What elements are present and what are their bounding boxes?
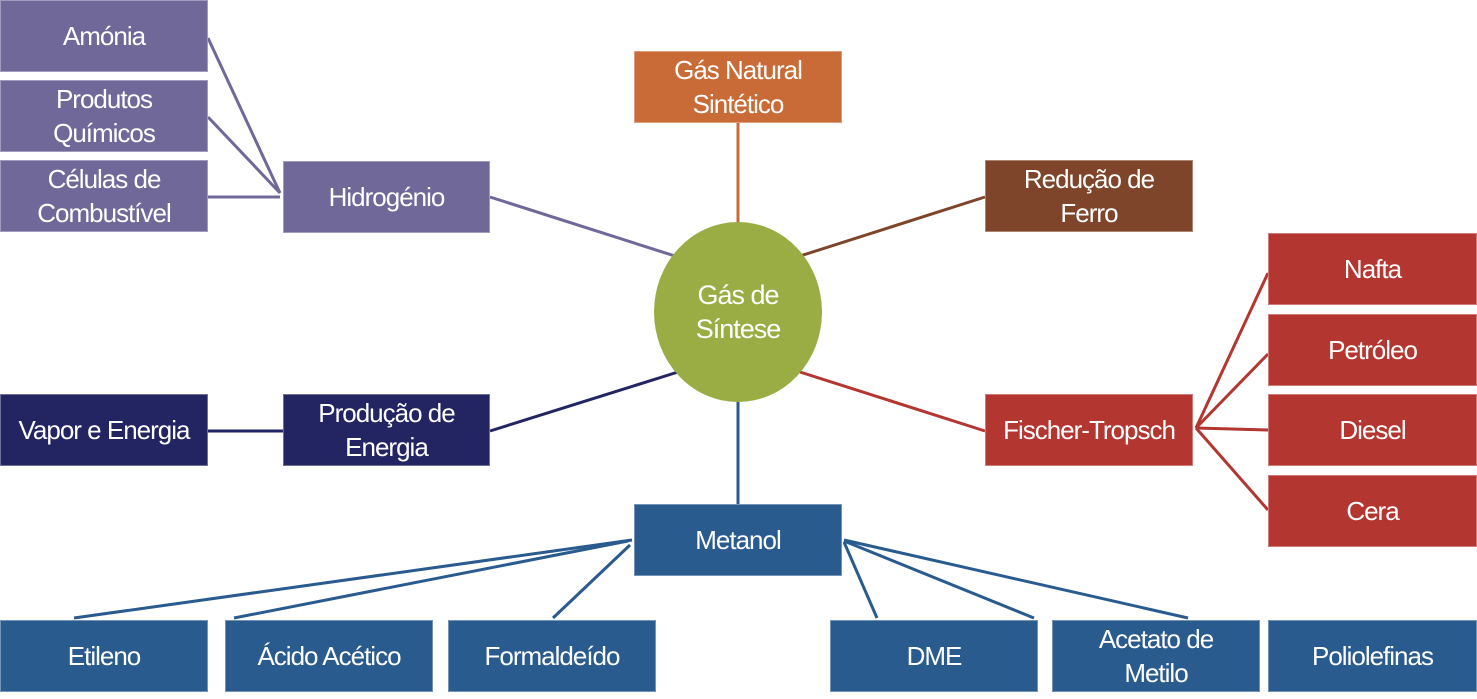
connector-amonia [206, 37, 282, 194]
connector-hidrogenio [489, 195, 679, 259]
node-hidrogenio[interactable]: Hidrogénio [283, 161, 490, 233]
node-poliolefinas[interactable]: Poliolefinas [1268, 620, 1477, 692]
connector-nafta [1194, 272, 1270, 429]
node-label: Metanol [695, 525, 781, 555]
node-gas-natural-sintetico[interactable]: Gás Natural Sintético [634, 51, 842, 123]
node-produtos-quimicos[interactable]: Produtos Químicos [0, 80, 208, 152]
node-label: Hidrogénio [328, 182, 446, 212]
node-label: Produção de Energia [318, 398, 455, 462]
node-etileno[interactable]: Etileno [0, 620, 208, 692]
node-label: Cera [1346, 496, 1399, 526]
connector-cera [1194, 427, 1270, 511]
node-acetato-de-metilo[interactable]: Acetato de Metilo [1052, 620, 1260, 692]
node-nafta[interactable]: Nafta [1268, 233, 1477, 305]
node-reducao-de-ferro[interactable]: Redução de Ferro [985, 160, 1193, 232]
node-label: Ácido Acético [257, 641, 401, 671]
node-amonia[interactable]: Amónia [0, 0, 208, 72]
node-label: Etileno [67, 641, 141, 671]
node-label: Formaldeído [484, 641, 621, 671]
connector-producao [489, 370, 679, 433]
connector-dme [842, 541, 879, 619]
node-celulas-de-combustivel[interactable]: Células de Combustível [0, 160, 208, 232]
node-acido-acetico[interactable]: Ácido Acético [225, 620, 433, 692]
node-label: DME [906, 641, 963, 671]
node-formaldeido[interactable]: Formaldeído [448, 620, 656, 692]
node-label: Fischer-Tropsch [1003, 415, 1176, 445]
node-metanol[interactable]: Metanol [634, 504, 842, 576]
node-label: Petróleo [1328, 335, 1418, 365]
node-label: Acetato de Metilo [1098, 624, 1214, 688]
node-petroleo[interactable]: Petróleo [1268, 314, 1477, 386]
connector-acetico [233, 539, 629, 620]
connector-formaldeido [551, 543, 632, 620]
connector-petroleo [1194, 352, 1270, 430]
connector-diesel [1195, 426, 1269, 432]
node-label: Gás de Síntese [695, 280, 782, 344]
connector-ferro [799, 195, 986, 258]
node-label: Poliolefinas [1312, 641, 1434, 671]
node-label: Vapor e Energia [18, 415, 191, 445]
connector-ft [799, 370, 986, 433]
node-label: Amónia [62, 21, 146, 51]
node-label: Diesel [1339, 415, 1406, 445]
node-label: Redução de Ferro [1023, 164, 1155, 228]
node-diesel[interactable]: Diesel [1268, 394, 1477, 466]
node-cera[interactable]: Cera [1268, 475, 1477, 547]
connector-poliolefinas [843, 538, 1189, 620]
node-vapor-e-energia[interactable]: Vapor e Energia [0, 394, 208, 466]
node-gas-de-sintese[interactable]: Gás de Síntese [654, 222, 822, 402]
node-label: Produtos Químicos [53, 84, 156, 148]
node-fischer-tropsch[interactable]: Fischer-Tropsch [985, 394, 1193, 466]
node-producao-de-energia[interactable]: Produção de Energia [283, 394, 490, 466]
node-label: Nafta [1343, 254, 1402, 284]
node-label: Células de Combustível [37, 164, 171, 228]
connector-etileno [73, 538, 633, 620]
connector-acetato [843, 539, 1035, 620]
node-label: Gás Natural Sintético [674, 55, 803, 119]
node-dme[interactable]: DME [830, 620, 1038, 692]
connector-produtos [206, 115, 282, 195]
